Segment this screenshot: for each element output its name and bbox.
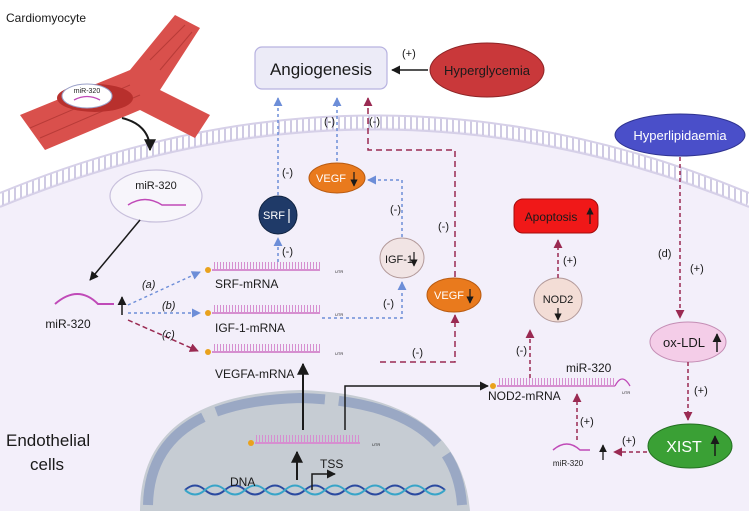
srf-label: SRF [263,210,285,222]
gene-to-nod2-mrna-arrow [344,381,489,430]
mir320-bottom-hairpin-icon [552,443,590,451]
vegf-mid-to-angiogenesis-edge [363,97,456,277]
vegfa-mrna-label: VEGFA-mRNA [215,367,294,381]
hyperlipid-oxldl-plus-label: (+) [690,263,704,275]
vegf-top-minus-label: (-) [324,116,335,128]
dna-label: DNA [230,475,255,489]
vegf-mid-minus-label: (-) [438,221,449,233]
igf1-label: IGF-1 [385,254,413,266]
membrane-inner-edge [0,128,749,208]
hyperglycemia-plus-label: (+) [402,48,416,60]
xist-mir320-plus-label: (+) [622,435,636,447]
edge-label-d: (d) [658,248,671,260]
oxldl-xist-plus-label: (+) [694,385,708,397]
xist-label: XIST [666,439,702,456]
igf1-mrna: UTR [205,305,343,317]
vegf-top-label: VEGF [316,173,346,185]
srf-node [258,195,298,235]
srf-mrna-label: SRF-mRNA [215,277,278,291]
vesicle-to-mir320-arrow [89,219,141,281]
secretion-arrow [121,117,156,152]
igf1-vegf-minus-label: (-) [390,204,401,216]
mir320-vesicle-label: miR-320 [135,180,177,192]
mir320-nod2-plus-label: (+) [580,416,594,428]
mir320-on-nod2-label: miR-320 [566,361,612,375]
hyperlipidaemia-node [614,113,746,157]
svg-text:UTR: UTR [335,269,343,274]
nod2-label: NOD2 [543,294,574,306]
vegfa-mrna-to-vegf-edge [380,314,460,363]
svg-text:UTR: UTR [335,351,343,356]
nod2-mrna-label: NOD2-mRNA [488,389,561,403]
svg-text:UTR: UTR [372,442,380,447]
igf1-mrna-minus-label: (-) [383,298,394,310]
apoptosis-label: Apoptosis [525,210,578,224]
ox-ldl-label: ox-LDL [663,335,705,350]
tss-arrow [311,469,336,490]
tss-label: TSS [320,457,343,471]
srf-mrna: UTR [205,262,343,274]
nuclear-envelope [143,392,467,506]
svg-text:UTR: UTR [335,312,343,317]
cell-membrane [0,115,749,207]
hyperglycemia-label: Hyperglycemia [444,63,531,78]
mir320-bottom-label: miR-320 [553,459,584,468]
mir320-vesicle [109,169,203,223]
mir320-main-label: miR-320 [45,317,91,331]
cardiomyocyte-label: Cardiomyocyte [6,11,86,25]
svg-text:UTR: UTR [622,390,630,395]
mir320-to-srf-mrna-edge [127,271,201,306]
edge-label-c: (c) [162,329,175,341]
dna-helix [184,484,446,496]
srf-mrna-minus-label: (-) [282,246,293,258]
endothelial-label-line1: Endothelial [6,431,90,450]
nod2-apoptosis-plus-label: (+) [563,255,577,267]
vegf-mid-top-minus-label: (-) [369,116,380,128]
igf1-mrna-to-igf1-edge [322,281,407,319]
srf-minus-label: (-) [282,167,293,179]
mir320-vesicle-hairpin-icon [127,198,186,206]
xist-node [647,423,733,469]
vegfa-mrna: UTR [205,344,343,356]
igf1-node [379,237,425,279]
angiogenesis-label: Angiogenesis [270,60,372,79]
vegfa-mrna-minus-label: (-) [412,347,423,359]
gene-strand: UTR [248,435,380,447]
edge-label-b: (b) [162,300,176,312]
endothelial-label-line2: cells [30,455,64,474]
mir320-main-hairpin-icon [54,293,114,305]
mir320-small-hairpin-icon [73,95,101,101]
edge-label-a: (a) [142,279,156,291]
nod2-mrna-minus-label: (-) [516,345,527,357]
mir320-to-vegfa-mrna-edge [127,319,199,352]
angiogenesis-box [254,46,388,90]
nucleus [140,390,470,511]
igf1-to-vegf-edge [367,175,403,237]
vegf-mid-label: VEGF [434,290,464,302]
membrane-outer-edge [0,114,749,194]
igf1-mrna-label: IGF-1-mRNA [215,321,285,335]
apoptosis-box [513,198,599,234]
cardiomyocyte-shape [20,15,210,150]
nod2-mrna: UTR [490,378,631,395]
hyperglycemia-node [429,42,545,98]
hyperlipidaemia-label: Hyperlipidaemia [633,128,727,143]
mir320-small-vesicle-label: miR-320 [74,88,101,95]
